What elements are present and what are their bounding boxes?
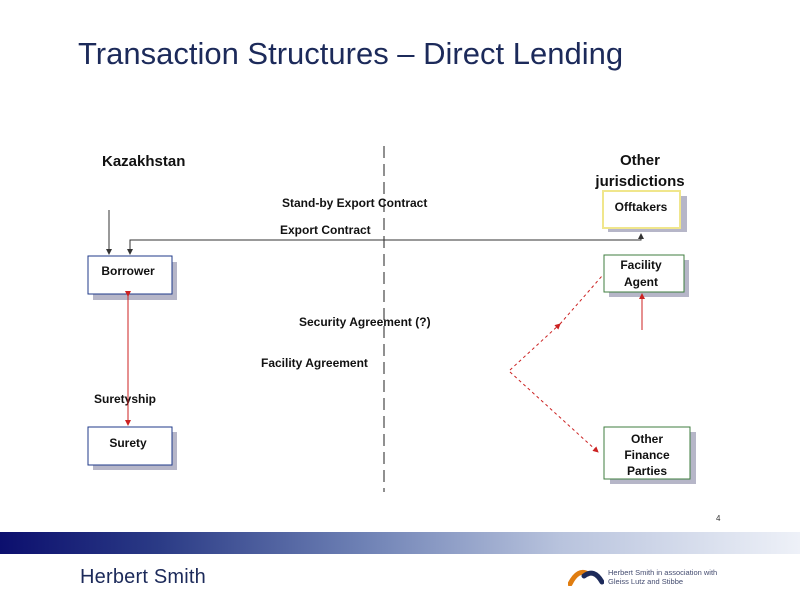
standby-export-label: Stand-by Export Contract <box>282 196 427 210</box>
page-number: 4 <box>716 514 721 523</box>
surety-box: Surety <box>87 426 177 470</box>
other-finance-parties-box: Other Finance Parties <box>603 426 696 484</box>
facility-agent-label-2: Agent <box>624 275 658 289</box>
association-text: Herbert Smith in association with Gleiss… <box>608 568 718 586</box>
offtakers-box: Offtakers <box>602 190 687 232</box>
lender-link-up <box>509 323 561 371</box>
other-finance-label-2: Finance <box>624 448 670 462</box>
other-finance-label-1: Other <box>631 432 663 446</box>
export-contract-label: Export Contract <box>280 223 371 237</box>
association-logo-icon <box>568 569 604 586</box>
footer-band <box>0 532 800 554</box>
borrower-box: Borrower <box>87 255 177 300</box>
facility-agent-label-1: Facility <box>620 258 662 272</box>
offtakers-label: Offtakers <box>615 200 668 214</box>
region-other-line1: Other <box>620 152 660 169</box>
facility-agreement-label: Facility Agreement <box>261 356 368 370</box>
surety-label: Surety <box>109 436 147 450</box>
region-other-line2: jurisdictions <box>594 173 684 190</box>
herbert-smith-logo: Herbert Smith <box>80 566 206 588</box>
facility-agent-box: Facility Agent <box>603 254 689 297</box>
region-kazakhstan: Kazakhstan <box>102 153 185 170</box>
export-contract-line <box>129 233 644 254</box>
suretyship-label: Suretyship <box>94 392 156 406</box>
slide-title: Transaction Structures – Direct Lending <box>78 36 624 71</box>
borrower-label: Borrower <box>101 264 155 278</box>
other-finance-label-3: Parties <box>627 464 667 478</box>
security-agreement-label: Security Agreement (?) <box>299 315 431 329</box>
lender-link-down <box>509 371 599 453</box>
lender-link-agent <box>559 275 603 325</box>
